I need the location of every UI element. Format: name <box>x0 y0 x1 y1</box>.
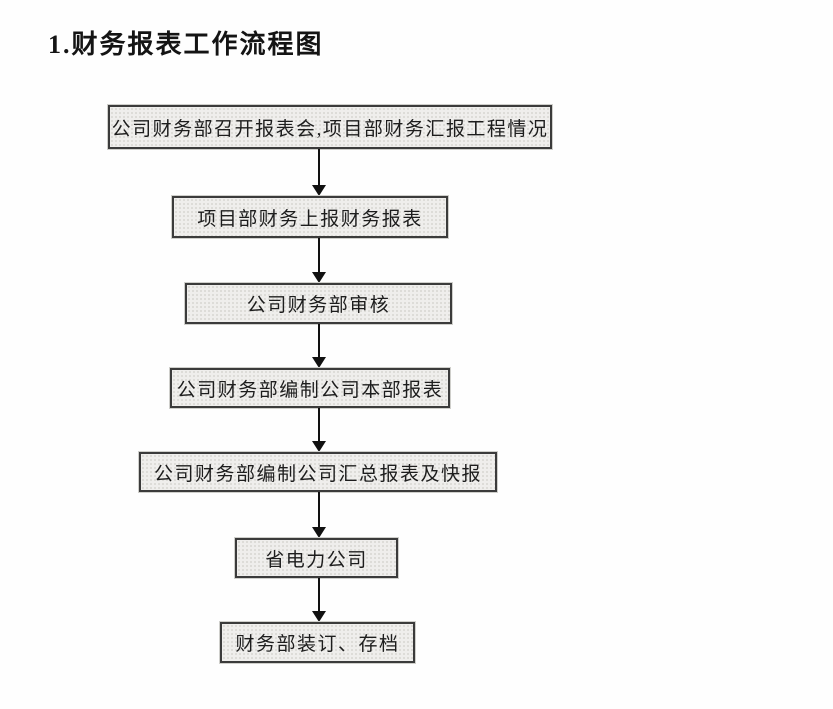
arrow-shaft <box>318 578 320 613</box>
arrow-down-icon <box>312 357 326 368</box>
arrow-down-icon <box>312 527 326 538</box>
flow-arrow <box>311 149 327 196</box>
flow-node-hq-statements: 公司财务部编制公司本部报表 <box>170 368 450 408</box>
arrow-shaft <box>318 149 320 187</box>
flow-node-binding-archiving: 财务部装订、存档 <box>220 622 415 663</box>
arrow-shaft <box>318 408 320 443</box>
arrow-shaft <box>318 238 320 274</box>
flow-node-label: 公司财务部编制公司本部报表 <box>176 379 444 401</box>
arrow-down-icon <box>312 611 326 622</box>
flow-arrow <box>311 238 327 283</box>
flow-node-consolidated-statements: 公司财务部编制公司汇总报表及快报 <box>139 452 497 492</box>
flow-node-label: 公司财务部编制公司汇总报表及快报 <box>153 463 482 485</box>
arrow-shaft <box>318 324 320 359</box>
arrow-down-icon <box>312 441 326 452</box>
arrow-down-icon <box>312 272 326 283</box>
flow-arrow <box>311 324 327 368</box>
flow-node-report-meeting: 公司财务部召开报表会,项目部财务汇报工程情况 <box>108 105 552 149</box>
arrow-shaft <box>318 492 320 529</box>
arrow-down-icon <box>312 185 326 196</box>
flow-node-label: 公司财务部召开报表会,项目部财务汇报工程情况 <box>111 118 549 140</box>
flow-arrow <box>311 492 327 538</box>
flow-node-finance-review: 公司财务部审核 <box>185 283 452 324</box>
page-title: 1.财务报表工作流程图 <box>48 30 324 59</box>
flow-node-label: 财务部装订、存档 <box>235 634 400 655</box>
flow-node-label: 项目部财务上报财务报表 <box>197 208 423 230</box>
flow-node-provincial-power-company: 省电力公司 <box>235 538 398 578</box>
flow-node-label: 省电力公司 <box>265 549 368 571</box>
flow-node-label: 公司财务部审核 <box>246 295 391 316</box>
flow-node-submit-statements: 项目部财务上报财务报表 <box>172 196 448 238</box>
flow-arrow <box>311 578 327 622</box>
flow-arrow <box>311 408 327 452</box>
